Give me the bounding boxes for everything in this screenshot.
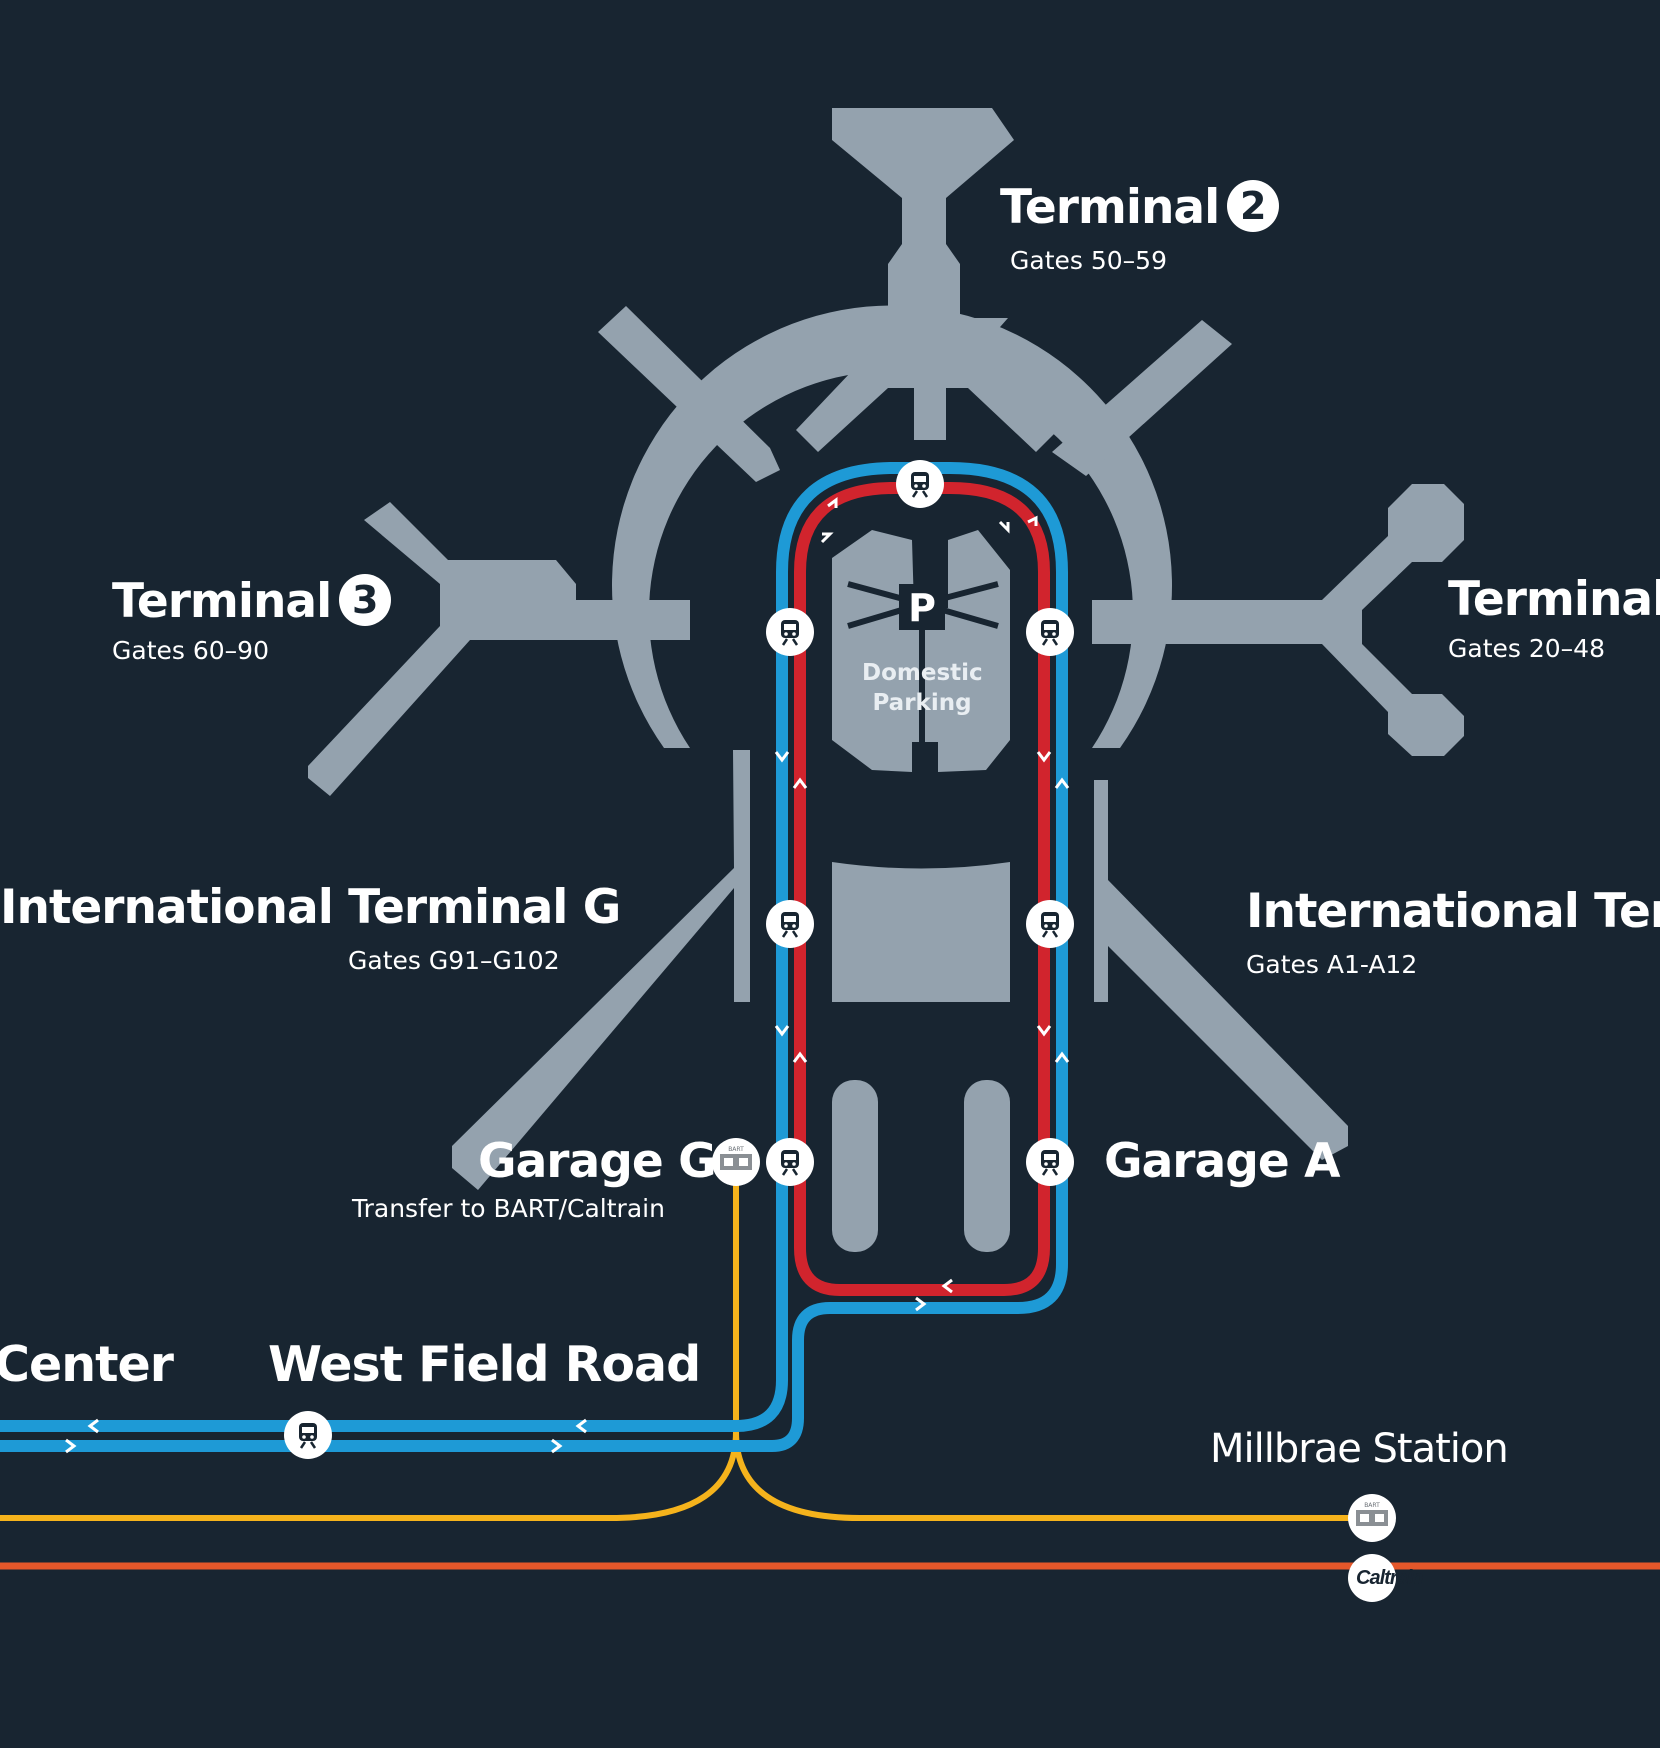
garage-g-block xyxy=(832,1080,878,1252)
international-terminal-a-title: International Term xyxy=(1246,884,1660,939)
garage-g-title: Garage G xyxy=(478,1134,717,1189)
garage-a-title: Garage A xyxy=(1104,1134,1340,1189)
station-west-field-road xyxy=(284,1411,332,1459)
domestic-parking-label: Domestic Parking xyxy=(862,658,983,718)
center-station-label: Center xyxy=(0,1336,174,1393)
station-garage-g xyxy=(766,1138,814,1186)
terminal-2-gates: Gates 50–59 xyxy=(1010,246,1167,275)
airtrain-stations xyxy=(284,460,1074,1459)
bart-logo: BART xyxy=(1348,1494,1396,1542)
red-line xyxy=(794,482,1050,1296)
terminal-3-connector-pier xyxy=(598,306,780,482)
station-terminal-2 xyxy=(896,460,944,508)
station-international-g xyxy=(766,900,814,948)
terminal-1-title: Terminal xyxy=(1448,572,1660,627)
terminal-1-gates: Gates 20–48 xyxy=(1448,634,1605,663)
blue-line xyxy=(0,462,1068,1452)
terminal-1-connector-pier xyxy=(1052,320,1232,476)
caltrain-badge-text: Caltrain xyxy=(1356,1567,1423,1589)
international-terminal-g-title: International Terminal G xyxy=(0,880,621,935)
station-terminal-3 xyxy=(766,608,814,656)
bart-badge-text: BART xyxy=(728,1146,744,1153)
terminal-3-pier xyxy=(308,502,690,796)
bart-badge-text: BART xyxy=(1364,1502,1380,1509)
terminal-2-pier xyxy=(796,108,1058,452)
domestic-parking-line2: Parking xyxy=(872,690,972,716)
domestic-parking-line1: Domestic xyxy=(862,660,983,686)
parking-icon: P xyxy=(899,584,945,630)
bart-logo: BART xyxy=(712,1138,760,1186)
station-international-a xyxy=(1026,900,1074,948)
terminal-2-number-badge: 2 xyxy=(1227,180,1280,232)
terminal-3-number-badge: 3 xyxy=(339,574,392,626)
station-garage-a xyxy=(1026,1138,1074,1186)
millbrae-station-label: Millbrae Station xyxy=(1210,1426,1509,1472)
garage-a-block xyxy=(964,1080,1010,1252)
international-a-pier xyxy=(1094,780,1348,1160)
terminal-1-pier xyxy=(1092,484,1464,756)
station-terminal-1 xyxy=(1026,608,1074,656)
direction-chevron-icon xyxy=(65,497,1070,1454)
parking-symbol: P xyxy=(908,586,936,630)
terminal-2-name: Terminal xyxy=(1000,180,1220,235)
garage-g-transfer-note: Transfer to BART/Caltrain xyxy=(352,1194,665,1223)
parking-block-middle xyxy=(832,862,1010,1002)
west-field-road-label: West Field Road xyxy=(268,1336,701,1393)
terminal-3-name: Terminal xyxy=(112,574,332,629)
international-terminal-g-gates: Gates G91–G102 xyxy=(348,946,560,975)
terminal-3-gates: Gates 60–90 xyxy=(112,636,269,665)
international-terminal-a-gates: Gates A1-A12 xyxy=(1246,950,1418,979)
caltrain-logo: Caltrain xyxy=(1348,1554,1424,1602)
international-g-pier xyxy=(452,750,750,1190)
